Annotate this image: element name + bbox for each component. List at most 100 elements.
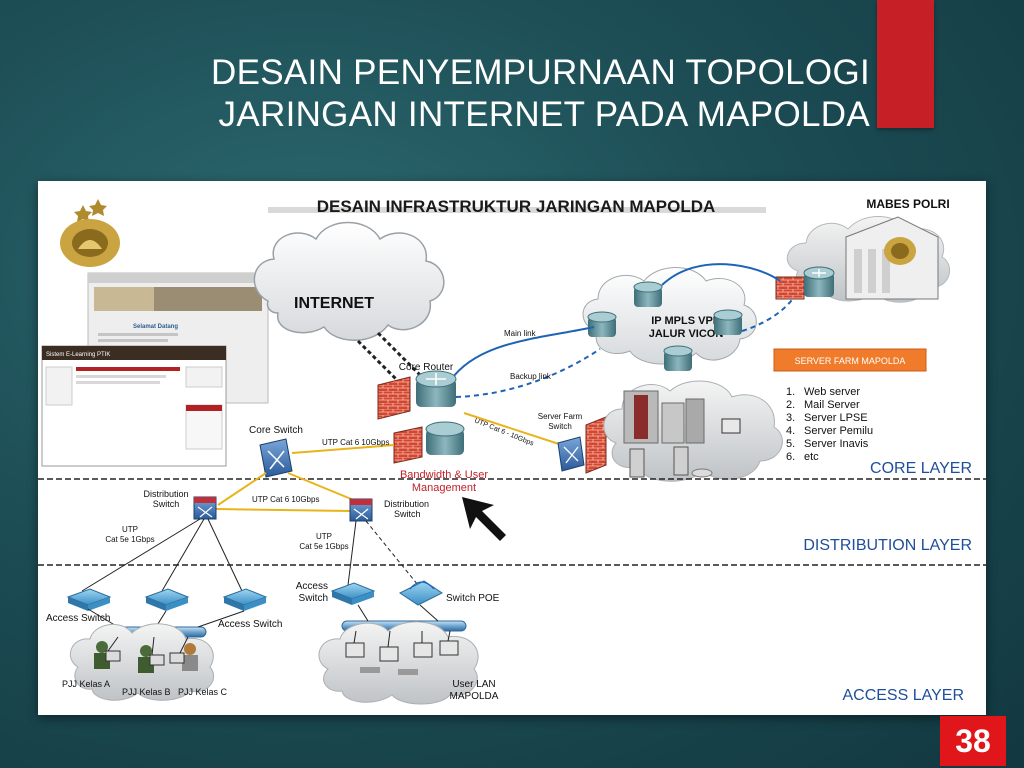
mpls-router-top <box>633 281 663 307</box>
switch-poe-label: Switch POE <box>446 593 500 604</box>
utp-left-label-2: Cat 5e 1Gbps <box>105 535 154 544</box>
network-diagram: DESAIN INFRASTRUKTUR JARINGAN MAPOLDA Se… <box>38 197 986 705</box>
internet-router-link-2 <box>376 331 426 381</box>
dist-to-access-4 <box>347 520 357 586</box>
core-to-dist-left <box>217 472 267 506</box>
page-number: 38 <box>940 716 1006 766</box>
server-item-4: Server Pemilu <box>804 425 873 437</box>
bandwidth-firewall-icon <box>393 426 423 464</box>
access-layer-label: ACCESS LAYER <box>842 687 964 704</box>
pjj-c-label: PJJ Kelas C <box>178 687 228 697</box>
server-farm-cloud <box>603 380 783 482</box>
core-switch-link <box>291 444 395 454</box>
dist-left-label-2: Switch <box>153 499 180 509</box>
poe-lan-bus <box>419 604 439 622</box>
mpls-to-mabes-link <box>661 263 781 286</box>
diagram-header: DESAIN INFRASTRUKTUR JARINGAN MAPOLDA <box>317 197 716 216</box>
access-switch-1-icon <box>66 588 112 611</box>
dist-to-access-1 <box>81 518 201 592</box>
server-farm-switch-icon <box>557 436 585 472</box>
access-switch-2-label: Access Switch <box>218 619 282 630</box>
core-switch-label: Core Switch <box>249 425 303 436</box>
dist-to-poe <box>365 520 419 586</box>
server-farm-firewall-icon <box>585 416 607 474</box>
server-farm-switch-label-1: Server Farm <box>538 412 583 421</box>
server-item-1: Web server <box>804 386 860 398</box>
arrow-pointer-icon <box>462 497 506 541</box>
mpls-label-2: JALUR VICON <box>649 328 724 340</box>
mpls-router-bottom <box>663 345 693 371</box>
core-router-label: Core Router <box>399 362 454 373</box>
police-emblem-icon <box>60 199 120 267</box>
pjj-b-label: PJJ Kelas B <box>122 687 171 697</box>
user-b-icon <box>138 645 165 673</box>
lan-pc-2 <box>387 630 391 648</box>
core-switch-icon <box>259 438 293 478</box>
bandwidth-label-1: Bandwidth & User <box>400 469 488 481</box>
elearning-ptik-screenshot: Sistem E-Learning PTIK <box>41 345 227 467</box>
mabes-polri-label: MABES POLRI <box>866 197 949 211</box>
dist-interlink <box>215 508 351 512</box>
dist-to-access-2 <box>161 518 205 592</box>
server-farm-title: SERVER FARM MAPOLDA <box>795 356 906 366</box>
red-accent-tab <box>877 0 934 128</box>
server-item-5: Server Inavis <box>804 438 869 450</box>
utp-right-label-2: Cat 5e 1Gbps <box>299 542 348 551</box>
server-item-4-num: 4. <box>786 425 795 437</box>
web-ptik-title: Sistem E-Learning PTIK <box>46 352 110 358</box>
access-switch-3-icon <box>222 588 268 611</box>
server-farm-link <box>463 412 563 446</box>
bus-user-b <box>151 636 155 656</box>
server-item-6-num: 6. <box>786 451 795 463</box>
mpls-router-right <box>713 309 743 335</box>
mpls-vpn-cloud: IP MPLS VPN JALUR VICON <box>582 267 757 365</box>
utp-dist-label: UTP Cat 6 10Gbps <box>252 495 319 504</box>
dist-switch-left-icon <box>193 496 217 520</box>
dist-to-access-3 <box>207 518 243 592</box>
dist-right-label-2: Switch <box>394 509 421 519</box>
acc4-lan-bus <box>357 604 369 622</box>
dist-switch-right-icon <box>349 498 373 522</box>
access-switch-2-icon <box>144 588 190 611</box>
access-switch-3-label-2: Switch <box>299 593 328 604</box>
server-item-6: etc <box>804 451 819 463</box>
web-welcome-text: Selamat Datang <box>133 324 178 330</box>
access-switch-3-label-1: Access <box>296 581 328 592</box>
server-item-1-num: 1. <box>786 386 795 398</box>
core-to-dist-right <box>287 472 357 502</box>
internet-label: INTERNET <box>294 295 374 312</box>
bandwidth-label-2: Management <box>412 482 476 494</box>
utp-core-label: UTP Cat 6 10Gbps <box>322 438 389 447</box>
user-a-icon <box>94 641 121 669</box>
server-item-5-num: 5. <box>786 438 795 450</box>
bus-user-a <box>107 636 119 652</box>
dist-left-label-1: Distribution <box>143 489 188 499</box>
mabes-router-icon <box>803 266 835 297</box>
title-line-2: JARINGAN INTERNET PADA MAPOLDA <box>218 95 870 134</box>
bus-user-c <box>179 636 189 654</box>
access-switch-1-label: Access Switch <box>46 613 110 624</box>
server-list: 1. Web server 2. Mail Server 3. Server L… <box>786 386 873 463</box>
backup-link-line <box>455 348 601 398</box>
server-farm-title-box <box>773 348 927 372</box>
backup-link-label: Backup link <box>510 372 552 381</box>
mpls-to-mabes-backup <box>741 296 795 332</box>
dist-right-label-1: Distribution <box>384 499 429 509</box>
pjj-a-label: PJJ Kelas A <box>62 679 110 689</box>
title-line-1: DESAIN PENYEMPURNAAN TOPOLOGI <box>211 53 870 92</box>
mpls-label-1: IP MPLS VPN <box>651 315 721 327</box>
server-item-3-num: 3. <box>786 412 795 424</box>
distribution-layer-label: DISTRIBUTION LAYER <box>803 537 972 554</box>
user-lan-label-1: User LAN <box>452 679 495 690</box>
server-farm-switch-label-2: Switch <box>548 422 572 431</box>
internet-cloud: INTERNET <box>253 221 445 341</box>
core-layer-label: CORE LAYER <box>870 460 972 477</box>
network-diagram-panel: DESAIN INFRASTRUKTUR JARINGAN MAPOLDA Se… <box>38 181 986 715</box>
core-firewall-icon <box>377 376 411 420</box>
utp-right-label-1: UTP <box>316 532 332 541</box>
access-switch-4-icon <box>330 582 376 605</box>
acc3-bus-link <box>197 610 245 628</box>
server-item-2: Mail Server <box>804 399 860 411</box>
user-lan-label-2: MAPOLDA <box>450 691 499 702</box>
lan-pc-1 <box>353 630 357 644</box>
